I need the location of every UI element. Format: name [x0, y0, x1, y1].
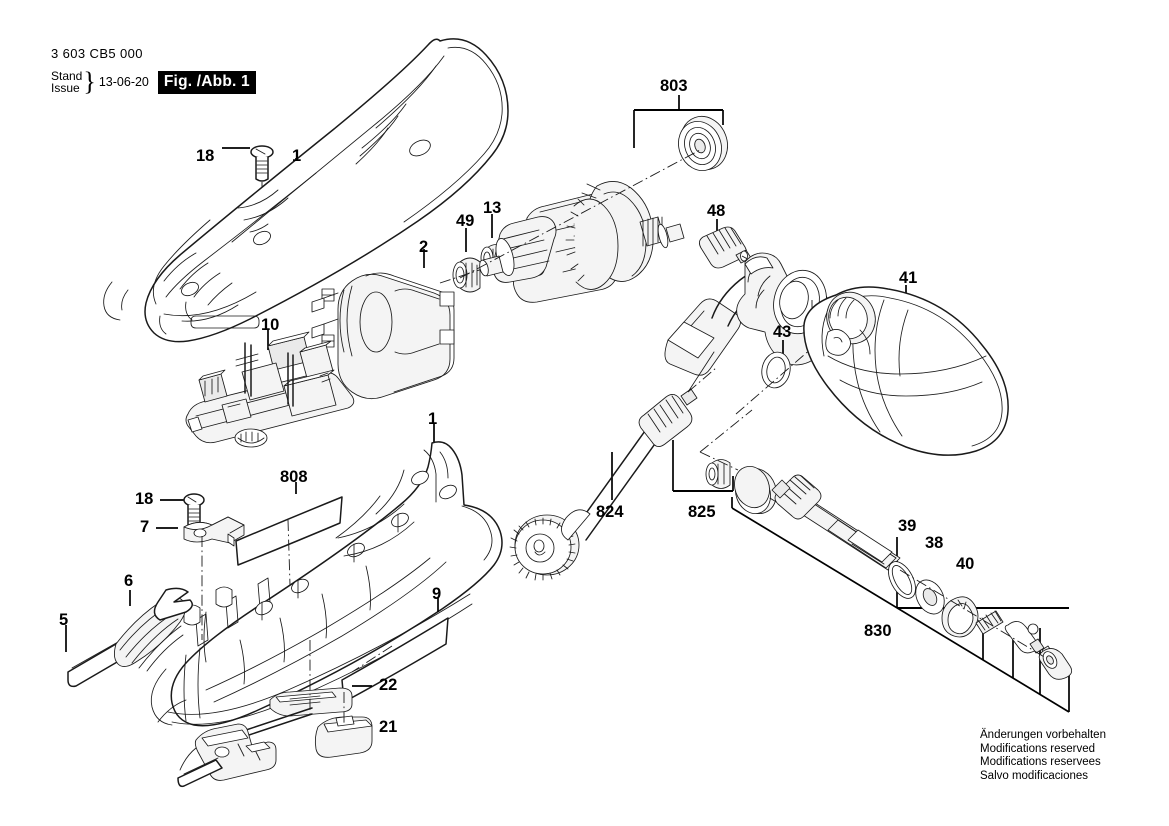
figure-badge: Fig. /Abb. 1 [157, 70, 256, 94]
footer-line-en: Modifications reserved [980, 742, 1096, 755]
footer-line-es: Salvo modificaciones [980, 769, 1089, 782]
footer-line-fr: Modifications reservees [980, 756, 1101, 769]
part-1-housing-shell-lower [150, 423, 503, 727]
part-1-housing-shell-upper [103, 38, 509, 343]
callout-10: 10 [261, 316, 280, 334]
callout-830: 830 [864, 622, 892, 640]
callout-2: 2 [419, 238, 429, 256]
part-803-armature-assembly [459, 95, 728, 303]
callout-41: 41 [899, 269, 918, 287]
part-22-slider-plate [245, 640, 372, 737]
armature-bearing [678, 116, 728, 171]
issue-block: Stand Issue } 13-06-20 Fig. /Abb. 1 [51, 67, 256, 96]
part-824-flex-shaft-assembly [509, 367, 717, 581]
part-number: 3 603 CB5 000 [51, 46, 143, 61]
switch-lever-assembly [177, 723, 277, 788]
part-21-slider-button [314, 692, 373, 758]
callout-1-upper: 1 [292, 147, 302, 165]
part-43-o-ring-seal [699, 300, 813, 453]
callout-18-lower: 18 [135, 490, 154, 508]
part-41-dust-guard-cover [803, 285, 1009, 456]
callout-6: 6 [124, 572, 134, 590]
callout-825: 825 [688, 503, 716, 521]
callout-38: 38 [925, 534, 944, 552]
callout-21: 21 [379, 718, 398, 736]
callout-5: 5 [59, 611, 69, 629]
part-5-power-cord [65, 625, 125, 688]
part-830-spindle-assembly [731, 466, 1073, 713]
callout-808: 808 [280, 468, 308, 486]
callout-48: 48 [707, 202, 726, 220]
part-10-switch-module [185, 330, 355, 448]
callout-824: 824 [596, 503, 624, 521]
part-2-field-stator [311, 249, 455, 400]
callout-9: 9 [432, 585, 442, 603]
part-7-cord-clamp [156, 516, 245, 640]
callout-7: 7 [140, 518, 150, 536]
issue-label: Issue [51, 81, 80, 95]
callout-40: 40 [956, 555, 975, 573]
callout-22: 22 [379, 676, 398, 694]
brace-glyph: } [83, 67, 96, 96]
callout-49: 49 [456, 212, 475, 230]
callout-43: 43 [773, 323, 792, 341]
callout-39: 39 [898, 517, 917, 535]
stand-issue-labels: Stand Issue [51, 70, 82, 94]
footer-line-de: Änderungen vorbehalten [980, 729, 1106, 741]
stand-label: Stand [51, 69, 83, 83]
callout-1-lower: 1 [428, 410, 438, 428]
part-18-screw-clamp [160, 493, 205, 528]
issue-date: 13-06-20 [98, 75, 149, 89]
callout-18-upper: 18 [196, 147, 215, 165]
part-9-label-decal-lower [341, 597, 449, 703]
part-49-bearing-bush-large [452, 228, 481, 293]
part-808-label-decal-upper [235, 482, 343, 586]
part-48-pinion-gear [698, 219, 773, 273]
callout-803: 803 [660, 77, 688, 95]
part-18-screw-upper [222, 145, 274, 250]
callout-13: 13 [483, 199, 502, 217]
part-6-cord-protector-sleeve [113, 587, 193, 672]
footer-disclaimer: Änderungen vorbehalten Modifications res… [980, 729, 1106, 783]
